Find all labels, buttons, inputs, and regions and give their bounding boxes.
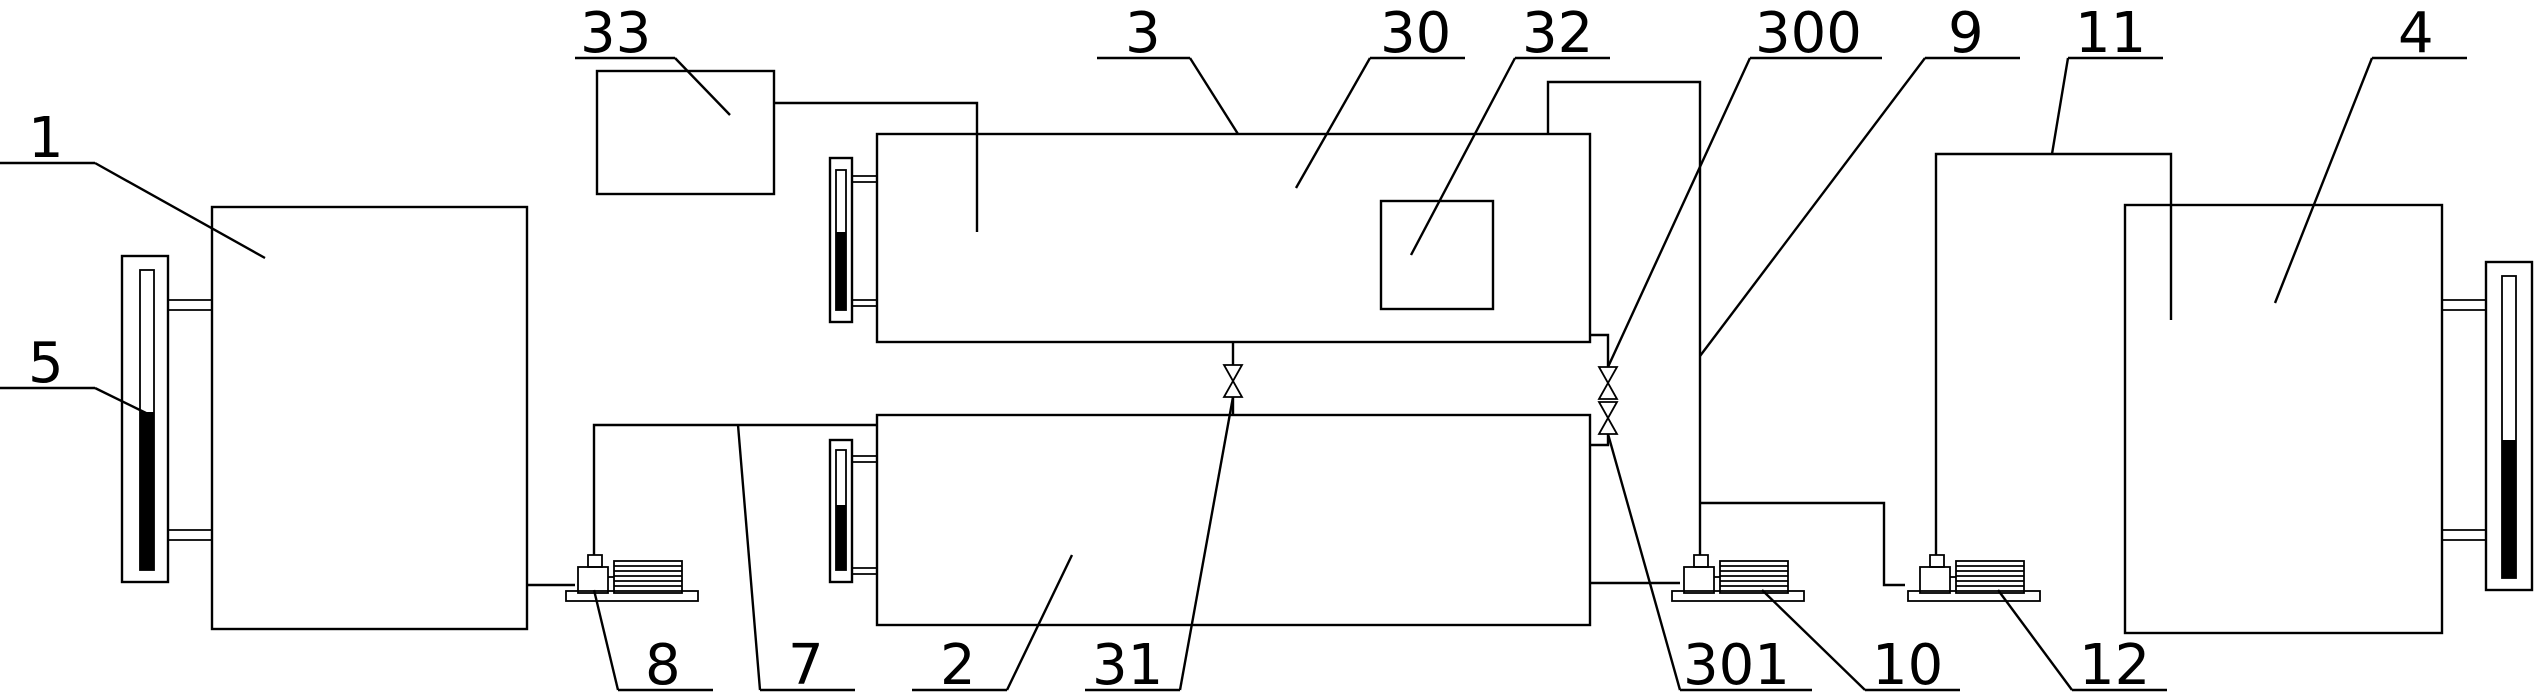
- label-301: 301: [1683, 633, 1790, 694]
- label-5: 5: [28, 331, 64, 396]
- label-300: 300: [1755, 1, 1862, 66]
- pump-10-symbol[interactable]: [1671, 554, 1805, 602]
- level-gauge-tank-4: [2442, 260, 2534, 592]
- tank-1: [210, 205, 529, 631]
- level-gauge-5: [120, 254, 212, 584]
- tank-2: [875, 413, 1592, 627]
- label-32: 32: [1522, 1, 1593, 66]
- label-31: 31: [1092, 633, 1163, 694]
- pipe-9: [1546, 80, 1702, 555]
- tank-4: [2123, 203, 2444, 635]
- pipe-7: [592, 423, 877, 555]
- pipe-11: [1934, 152, 2173, 555]
- valve-301-symbol[interactable]: [1598, 401, 1618, 435]
- device-33: [595, 69, 979, 232]
- label-33: 33: [580, 1, 651, 66]
- label-9: 9: [1948, 1, 1984, 66]
- valve-31-symbol[interactable]: [1223, 364, 1243, 398]
- unit-32: [1379, 199, 1495, 311]
- label-7: 7: [788, 633, 824, 694]
- level-gauge-tank-3: [828, 156, 877, 324]
- label-4: 4: [2398, 1, 2434, 66]
- pump-12-symbol[interactable]: [1907, 554, 2041, 602]
- label-3: 3: [1125, 1, 1161, 66]
- label-1: 1: [28, 106, 64, 171]
- label-11: 11: [2075, 1, 2146, 66]
- label-8: 8: [645, 633, 681, 694]
- label-10: 10: [1872, 633, 1943, 694]
- pump-8-symbol[interactable]: [565, 554, 699, 602]
- label-12: 12: [2079, 633, 2150, 694]
- level-gauge-tank-2: [828, 438, 877, 584]
- label-2: 2: [940, 633, 976, 694]
- valve-300-symbol[interactable]: [1598, 366, 1618, 400]
- label-30: 30: [1380, 1, 1451, 66]
